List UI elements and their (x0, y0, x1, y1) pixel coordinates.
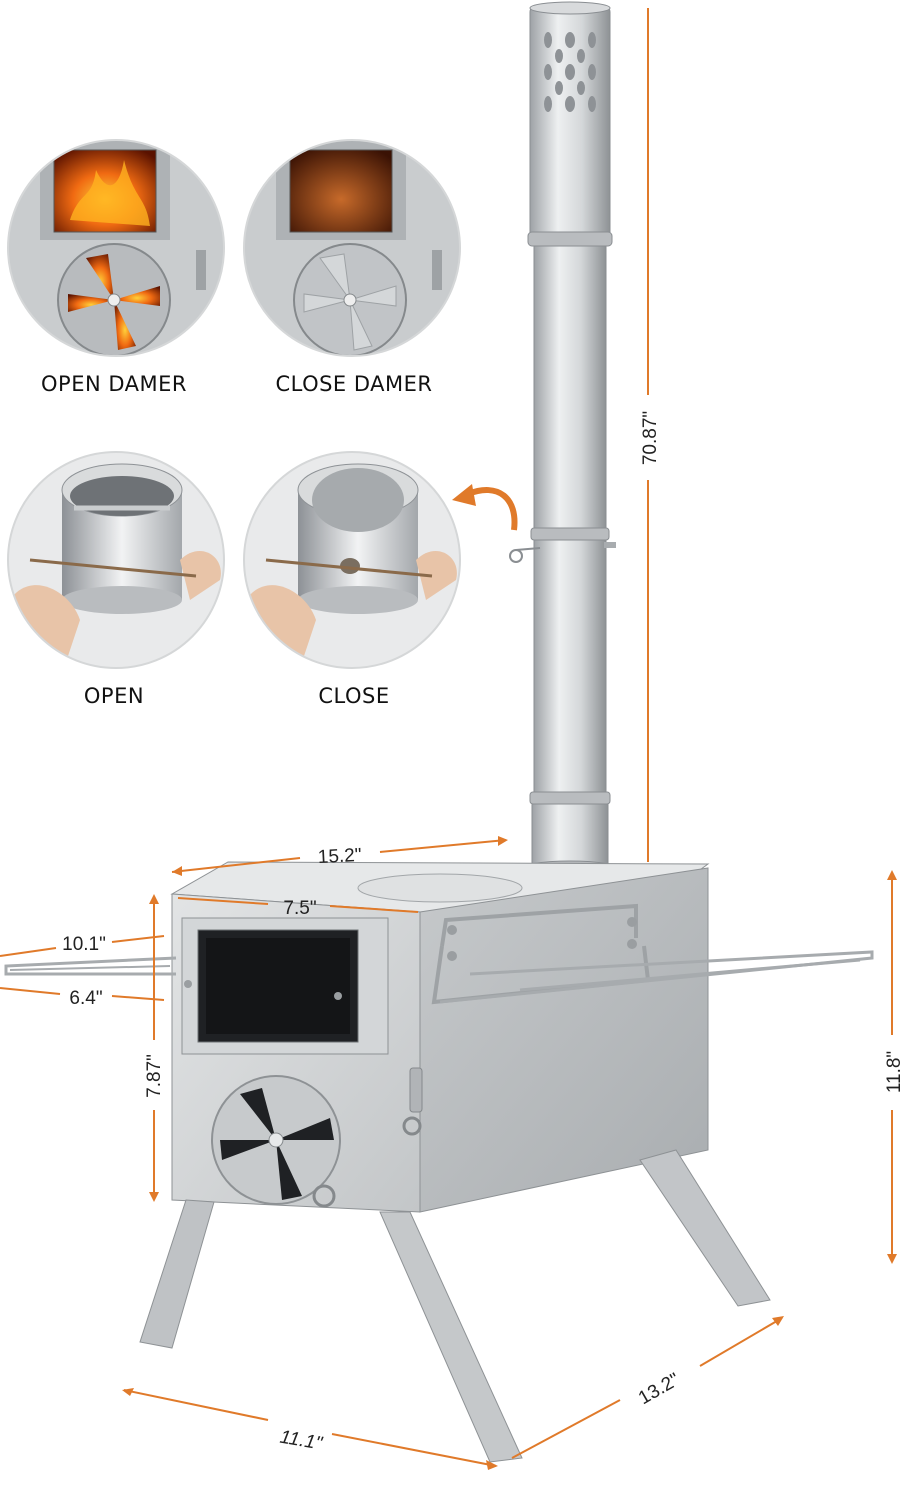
door-width-label: 7.5" (283, 898, 316, 919)
rotate-arrow-icon (452, 484, 518, 531)
close-caption: CLOSE (318, 684, 390, 708)
close-pipe-inset (244, 452, 460, 668)
leg-width-label: 11.1" (278, 1427, 325, 1455)
top-width-label: 15.2" (317, 845, 362, 868)
close-damper-caption: CLOSE DAMER (275, 372, 433, 396)
dimension-lines (0, 8, 897, 1470)
open-damper-caption: OPEN DAMER (41, 372, 187, 396)
shelf-length-label: 10.1" (62, 934, 106, 955)
open-caption: OPEN (83, 684, 145, 708)
chimney-pipe (509, 1, 623, 880)
close-damper-inset (244, 140, 460, 356)
leg-depth-label: 13.2" (635, 1369, 683, 1409)
body-height-label: 11.8" (884, 1051, 905, 1093)
chimney-height-label: 70.87" (640, 411, 661, 465)
shelf-depth-label: 6.4" (69, 988, 102, 1009)
open-damper-inset (8, 140, 224, 356)
stove-body (4, 861, 874, 1463)
door-height-label: 7.87" (144, 1054, 165, 1098)
